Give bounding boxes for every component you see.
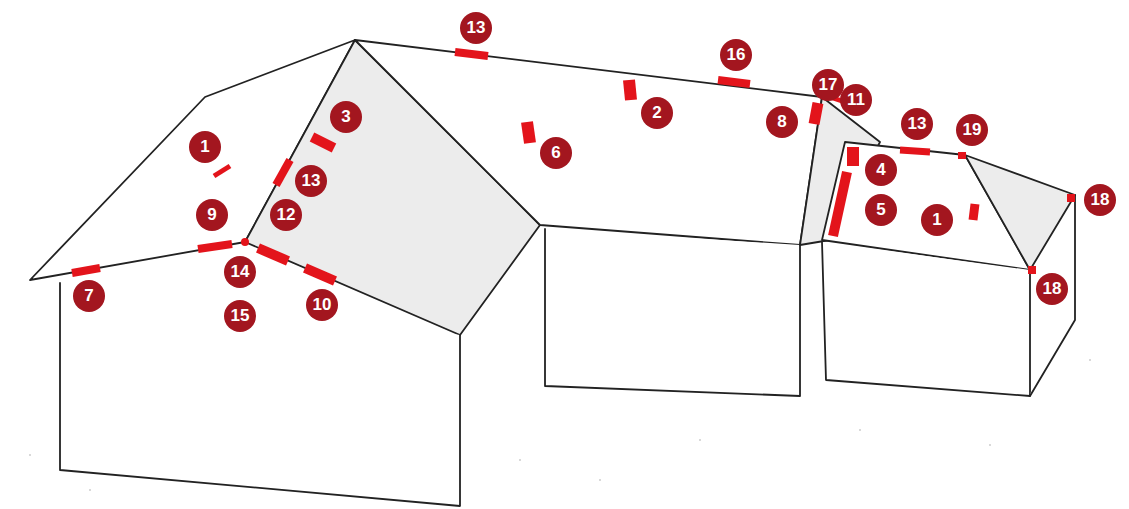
callout-number: 8 xyxy=(766,106,798,138)
callout-number: 9 xyxy=(196,199,228,231)
callout-number: 13 xyxy=(460,12,492,44)
callout-number: 4 xyxy=(865,154,897,186)
callout-number: 19 xyxy=(956,114,988,146)
callout-number: 1 xyxy=(189,131,221,163)
callout-number: 14 xyxy=(224,256,256,288)
callout-number: 6 xyxy=(540,137,572,169)
callout-number: 13 xyxy=(901,108,933,140)
callout-number: 3 xyxy=(330,101,362,133)
callout-number: 15 xyxy=(224,300,256,332)
callout-number: 2 xyxy=(641,97,673,129)
callout-number: 13 xyxy=(295,165,327,197)
callout-number: 7 xyxy=(73,280,105,312)
callout-number: 16 xyxy=(720,39,752,71)
callout-number: 10 xyxy=(306,289,338,321)
callout-number: 12 xyxy=(270,199,302,231)
callout-number: 18 xyxy=(1084,184,1116,216)
callout-number: 1 xyxy=(921,204,953,236)
callout-number: 5 xyxy=(865,194,897,226)
callout-number: 17 xyxy=(812,69,844,101)
callout-number: 18 xyxy=(1036,273,1068,305)
callout-number: 11 xyxy=(840,84,872,116)
